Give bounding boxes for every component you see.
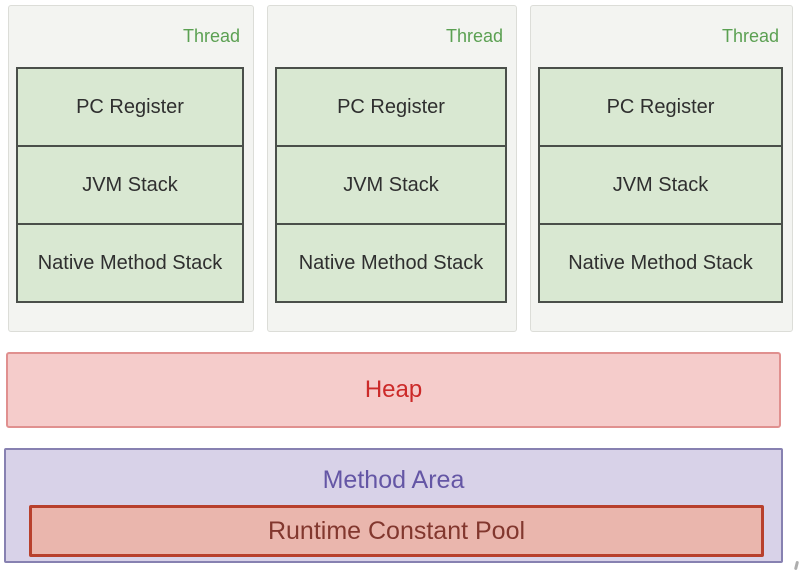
thread-component-stack: PC Register JVM Stack Native Method Stac… — [538, 67, 783, 303]
native-method-stack-box: Native Method Stack — [540, 223, 781, 301]
heap-box: Heap — [6, 352, 781, 428]
pc-register-box: PC Register — [337, 95, 445, 118]
method-area-label: Method Area — [322, 466, 465, 494]
jvm-stack-box: JVM Stack — [277, 145, 505, 223]
jvm-stack-box: JVM Stack — [18, 145, 242, 223]
runtime-constant-pool-box: Runtime Constant Pool — [29, 505, 764, 557]
native-method-stack-box: Native Method Stack — [18, 223, 242, 301]
thread-panel-2: Thread PC Register JVM Stack Native Meth… — [267, 5, 517, 332]
thread-label: Thread — [182, 26, 240, 46]
thread-component-stack: PC Register JVM Stack Native Method Stac… — [275, 67, 507, 303]
thread-label: Thread — [721, 26, 779, 46]
method-area-box: Method Area Runtime Constant Pool — [4, 448, 783, 563]
scan-artifact-mark — [793, 560, 800, 571]
native-method-stack-box: Native Method Stack — [277, 223, 505, 301]
jvm-stack-box: JVM Stack — [540, 145, 781, 223]
thread-panel-3: Thread PC Register JVM Stack Native Meth… — [530, 5, 793, 332]
pc-register-box: PC Register — [606, 95, 715, 118]
thread-label: Thread — [445, 26, 503, 46]
thread-component-stack: PC Register JVM Stack Native Method Stac… — [16, 67, 244, 303]
pc-register-box: PC Register — [76, 95, 184, 118]
thread-panel-1: Thread PC Register JVM Stack Native Meth… — [8, 5, 254, 332]
